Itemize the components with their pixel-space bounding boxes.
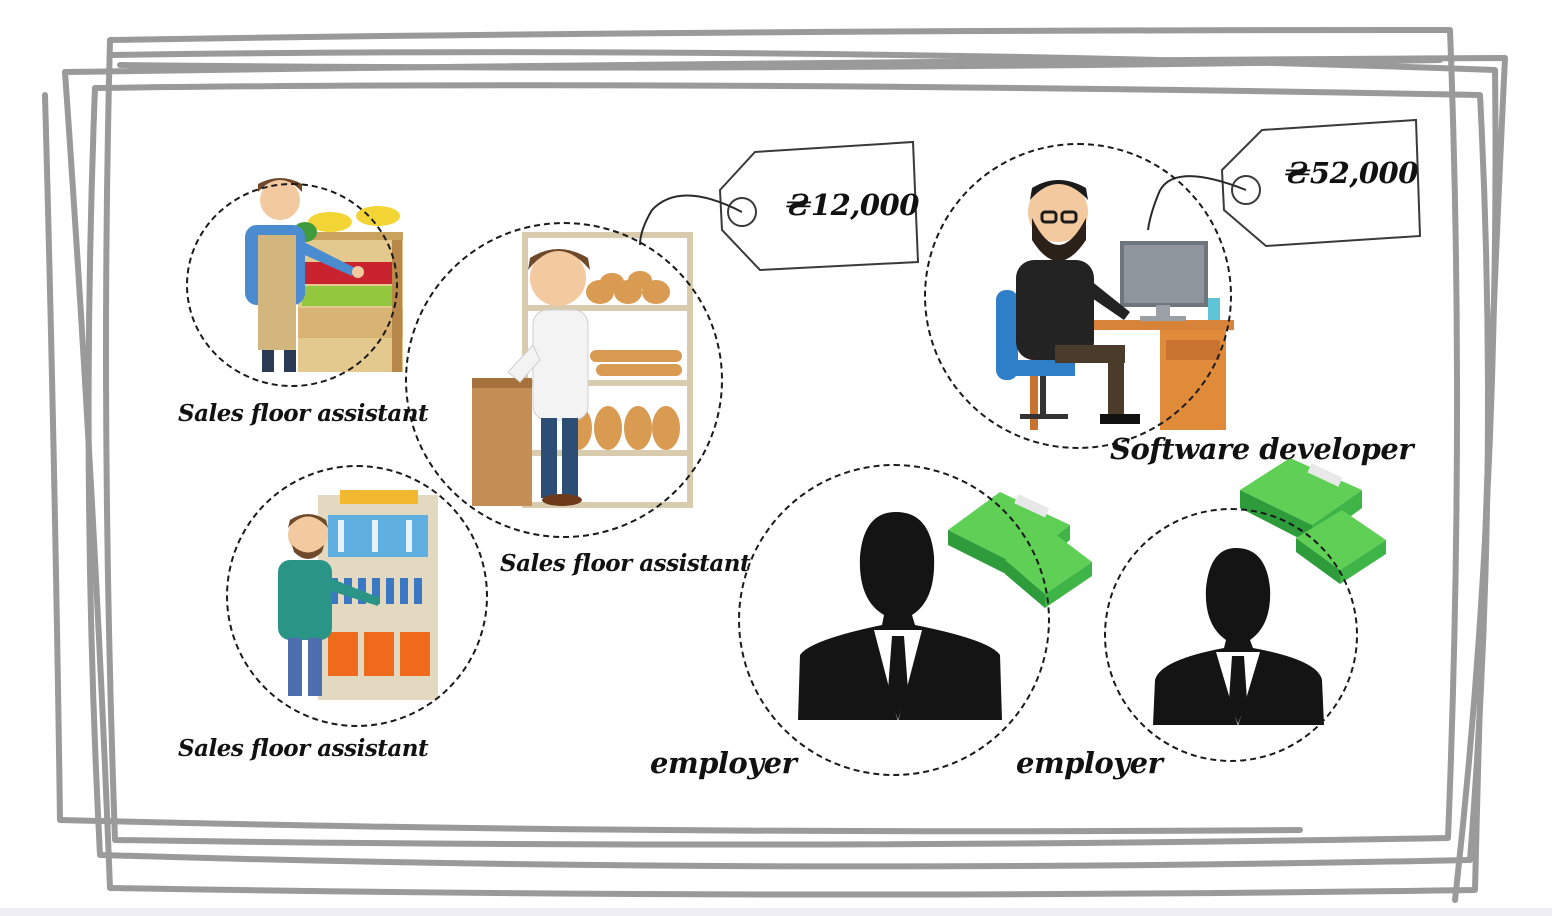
- role-label: Sales floor assistant: [178, 735, 429, 762]
- baker-circle: [405, 222, 723, 538]
- developer-circle: [924, 143, 1232, 449]
- role-label: employer: [1016, 746, 1163, 780]
- role-label: employer: [650, 746, 797, 780]
- price-tag-icon: [1220, 118, 1422, 248]
- shopkeeper-circle: [226, 465, 488, 727]
- tag-string: [639, 194, 743, 246]
- role-label: Sales floor assistant: [178, 400, 429, 427]
- employer-circle: [1104, 508, 1358, 762]
- salary-label: ₴52,000: [1285, 156, 1418, 190]
- role-label: Sales floor assistant: [500, 550, 751, 577]
- price-tag-icon: [718, 140, 920, 272]
- salary-label: ₴12,000: [786, 188, 919, 222]
- role-label: Software developer: [1110, 432, 1414, 466]
- bottom-strip: [0, 908, 1552, 916]
- employer-circle: [738, 464, 1050, 776]
- sketch-frame: [42, 27, 1508, 903]
- greengrocer-circle: [186, 183, 398, 387]
